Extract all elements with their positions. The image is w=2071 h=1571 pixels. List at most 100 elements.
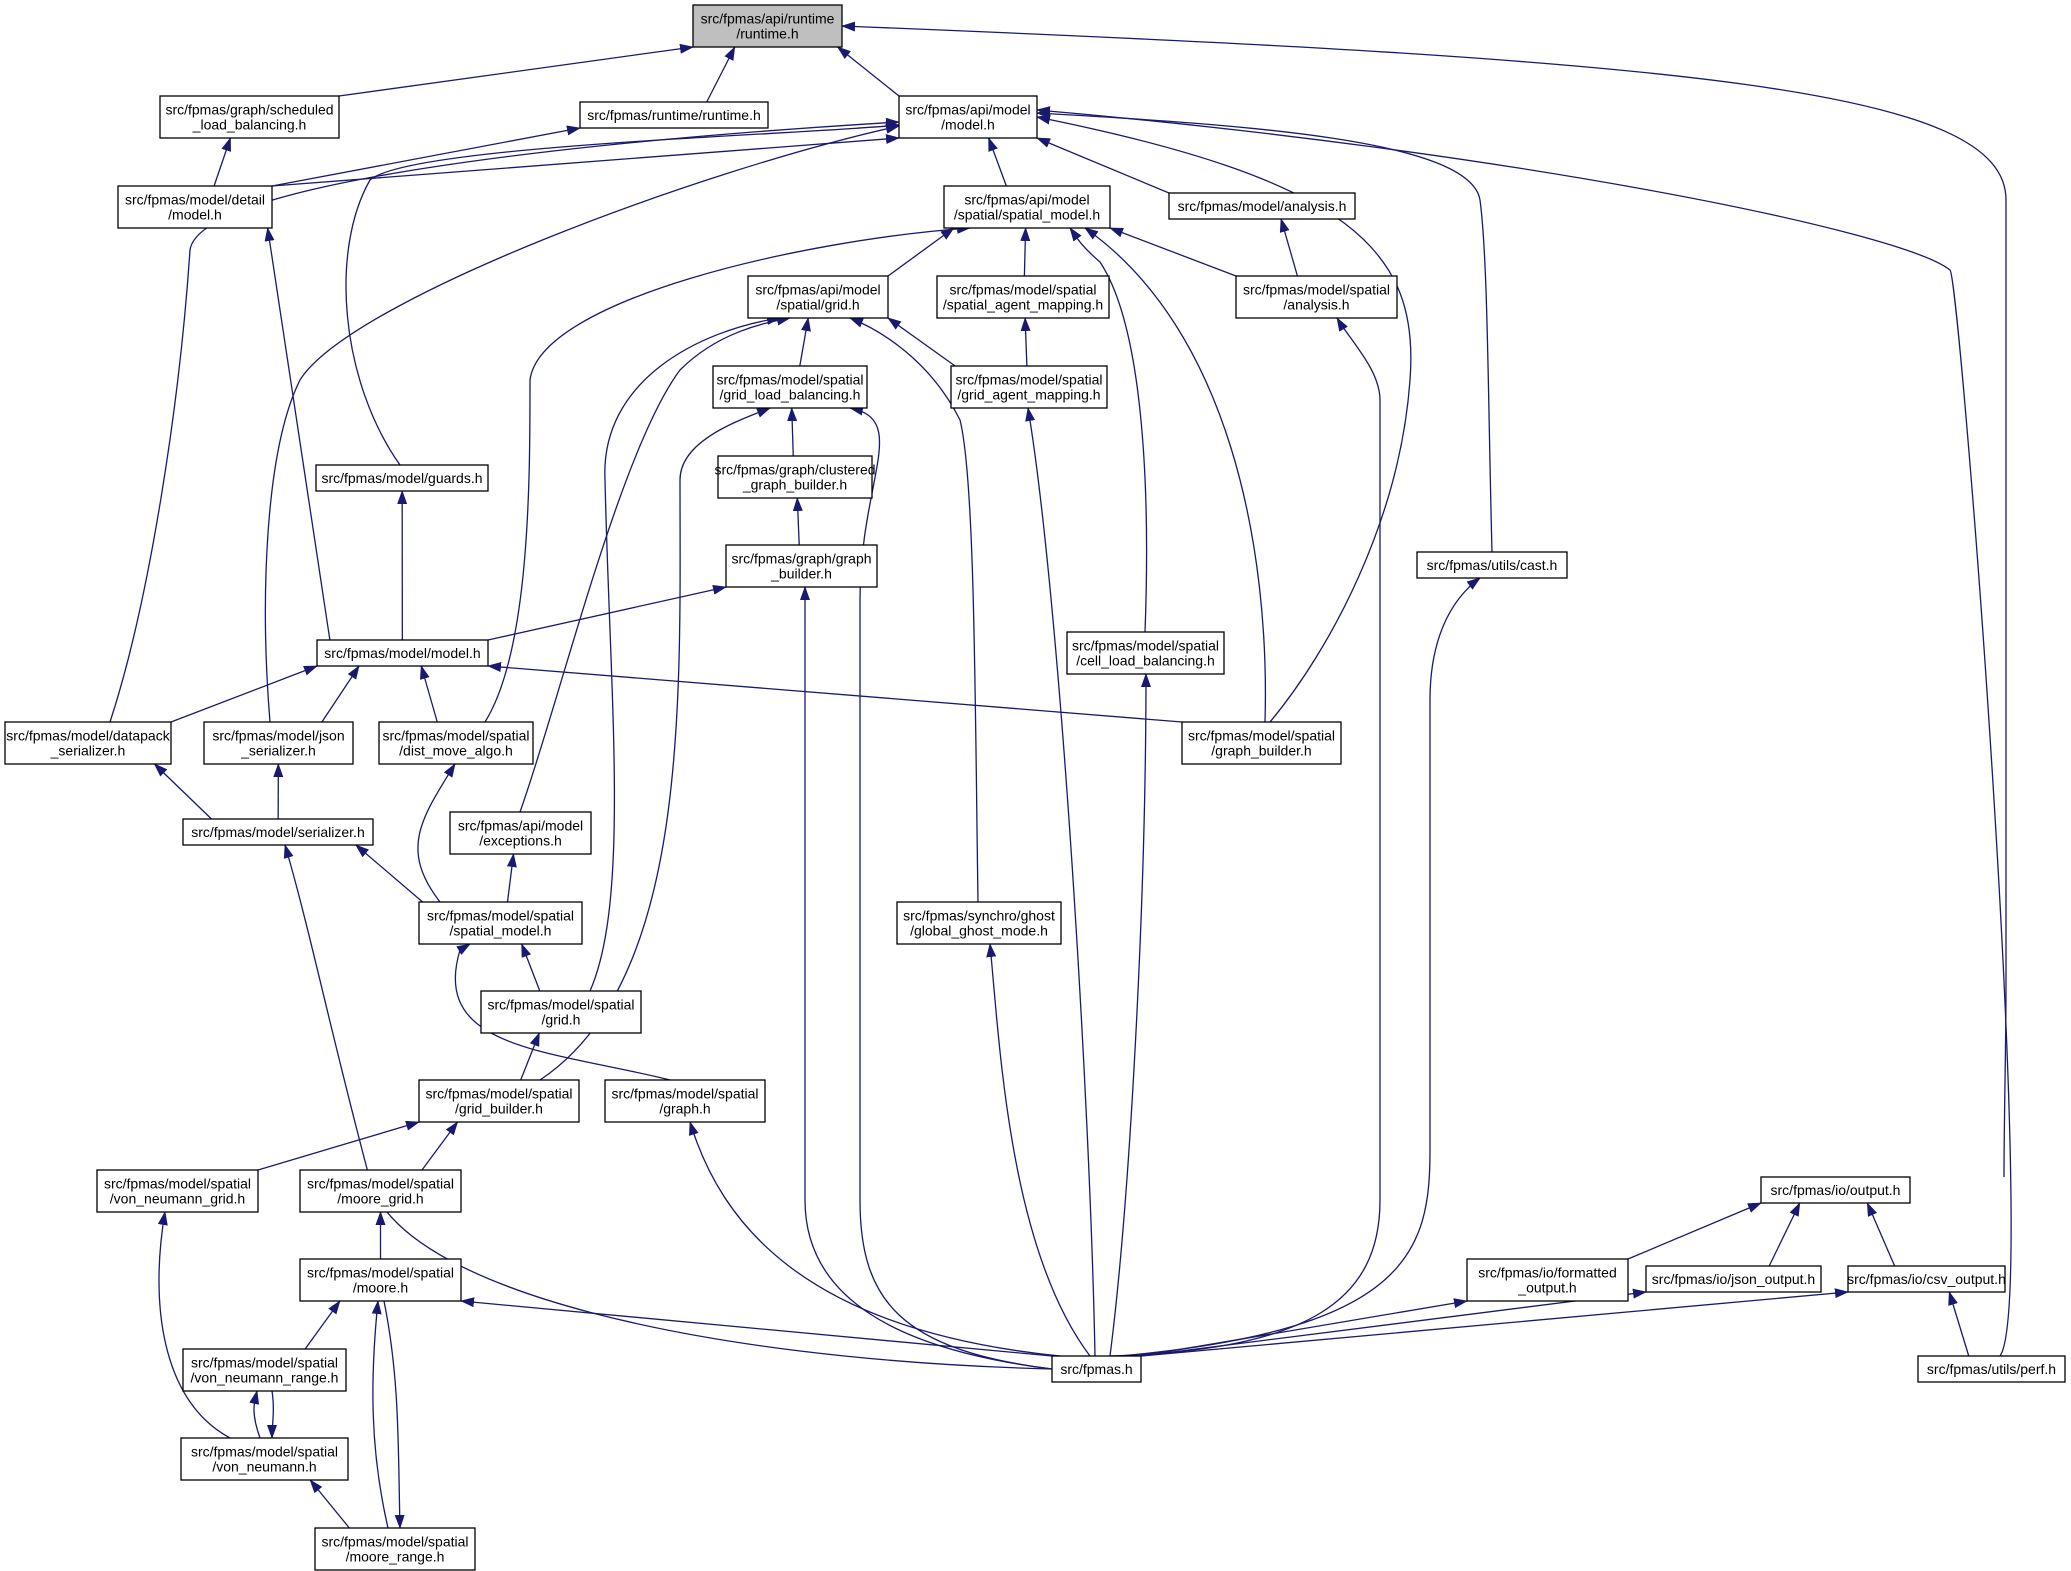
- node-fpmas[interactable]: src/fpmas.h: [1051, 1355, 1142, 1383]
- edge-spatial_model-to-serializer: [355, 844, 424, 903]
- node-api_runtime[interactable]: src/fpmas/api/runtime/runtime.h: [692, 4, 843, 48]
- node-spatial_agent_mapping[interactable]: src/fpmas/model/spatial/spatial_agent_ma…: [936, 275, 1110, 319]
- node-grid_lb[interactable]: src/fpmas/model/spatial/grid_load_balanc…: [712, 365, 868, 409]
- edge-graph_sched_lb-to-api_runtime: [338, 43, 694, 97]
- node-cell_lb[interactable]: src/fpmas/model/spatial/cell_load_balanc…: [1066, 631, 1225, 675]
- node-label-line: /moore_grid.h: [337, 1191, 423, 1207]
- node-label-line: _load_balancing.h: [192, 117, 307, 133]
- node-spatial_graph[interactable]: src/fpmas/model/spatial/graph.h: [604, 1079, 766, 1123]
- node-moore_range[interactable]: src/fpmas/model/spatial/moore_range.h: [314, 1527, 476, 1571]
- node-api_spatial_model[interactable]: src/fpmas/api/model/spatial/spatial_mode…: [943, 185, 1111, 229]
- edge-grid_agent_mapping-to-api_grid: [887, 317, 956, 367]
- node-label-line: /moore.h: [353, 1280, 408, 1296]
- node-model_model[interactable]: src/fpmas/model/model.h: [316, 639, 489, 667]
- node-vn_grid[interactable]: src/fpmas/model/spatial/von_neumann_grid…: [96, 1169, 259, 1213]
- edge-spatial_model-to-exceptions: [506, 853, 517, 903]
- edge-dist_move-to-api_spatial_model: [484, 223, 971, 723]
- node-ghost[interactable]: src/fpmas/synchro/ghost/global_ghost_mod…: [896, 901, 1062, 945]
- node-box: [203, 721, 354, 765]
- edge-moore_grid-to-grid_builder: [421, 1121, 459, 1171]
- node-spatial_gb[interactable]: src/fpmas/model/spatial/graph_builder.h: [1181, 721, 1342, 765]
- node-grid_builder[interactable]: src/fpmas/model/spatial/grid_builder.h: [418, 1079, 580, 1123]
- node-dist_move[interactable]: src/fpmas/model/spatial/dist_move_algo.h: [378, 721, 534, 765]
- node-label-line: src/fpmas/model/spatial: [716, 372, 863, 388]
- node-csv_output[interactable]: src/fpmas/io/csv_output.h: [1847, 1265, 2006, 1293]
- node-formatted[interactable]: src/fpmas/io/formatted_output.h: [1466, 1258, 1629, 1302]
- node-label-line: src/fpmas/api/model: [905, 102, 1030, 118]
- node-clustered_gb[interactable]: src/fpmas/graph/clustered_graph_builder.…: [714, 455, 876, 499]
- node-box: [182, 818, 374, 846]
- node-model_detail[interactable]: src/fpmas/model/detail/model.h: [117, 185, 273, 229]
- node-datapack[interactable]: src/fpmas/model/datapack_serializer.h: [4, 721, 172, 765]
- node-label-line: src/fpmas/api/model: [755, 282, 880, 298]
- node-label-line: /von_neumann.h: [212, 1459, 316, 1475]
- edge-guards-to-api_model: [345, 121, 900, 466]
- edge-model_detail-to-api_model: [271, 134, 900, 187]
- node-moore[interactable]: src/fpmas/model/spatial/moore.h: [299, 1258, 462, 1302]
- node-runtime_runtime[interactable]: src/fpmas/runtime/runtime.h: [579, 101, 769, 129]
- node-box: [1760, 1176, 1911, 1204]
- edge-model_detail-to-graph_sched_lb: [213, 137, 232, 187]
- node-von_neumann[interactable]: src/fpmas/model/spatial/von_neumann.h: [180, 1437, 349, 1481]
- node-label-line: src/fpmas/model/spatial: [611, 1086, 758, 1102]
- node-api_model[interactable]: src/fpmas/api/model/model.h: [898, 95, 1038, 139]
- node-label-line: /spatial_agent_mapping.h: [943, 297, 1103, 313]
- node-grid_agent_mapping[interactable]: src/fpmas/model/spatial/grid_agent_mappi…: [950, 365, 1108, 409]
- edge-fpmas-to-json_output: [1140, 1288, 1647, 1357]
- node-label-line: src/fpmas/model/serializer.h: [191, 824, 365, 840]
- node-box: [1181, 721, 1342, 765]
- node-perf[interactable]: src/fpmas/utils/perf.h: [1917, 1355, 2066, 1383]
- node-box: [725, 544, 878, 588]
- node-moore_grid[interactable]: src/fpmas/model/spatial/moore_grid.h: [299, 1169, 462, 1213]
- node-spatial_analysis[interactable]: src/fpmas/model/spatial/analysis.h: [1235, 275, 1398, 319]
- edge-utils_cast-to-api_model: [1036, 108, 1493, 553]
- node-label-line: /von_neumann_grid.h: [110, 1191, 245, 1207]
- node-graph_sched_lb[interactable]: src/fpmas/graph/scheduled_load_balancing…: [159, 95, 340, 139]
- edge-io_output-to-api_runtime: [841, 21, 2007, 1178]
- edge-fpmas-to-utils_cast: [1119, 577, 1481, 1357]
- node-model_analysis[interactable]: src/fpmas/model/analysis.h: [1168, 192, 1356, 220]
- node-guards[interactable]: src/fpmas/model/guards.h: [315, 464, 489, 492]
- node-label-line: src/fpmas/model/spatial: [321, 1534, 468, 1550]
- node-box: [315, 464, 489, 492]
- edge-grid_lb-to-api_grid: [799, 317, 811, 367]
- node-json_output[interactable]: src/fpmas/io/json_output.h: [1645, 1265, 1822, 1293]
- edge-json_ser-to-api_model: [264, 123, 900, 723]
- edge-fpmas-to-formatted: [1140, 1298, 1468, 1357]
- node-io_output[interactable]: src/fpmas/io/output.h: [1760, 1176, 1911, 1204]
- node-label-line: /model.h: [168, 207, 222, 223]
- node-label-line: /grid_load_balancing.h: [720, 387, 861, 403]
- node-utils_cast[interactable]: src/fpmas/utils/cast.h: [1416, 551, 1568, 579]
- node-exceptions[interactable]: src/fpmas/api/model/exceptions.h: [449, 811, 592, 855]
- node-box: [950, 365, 1108, 409]
- node-box: [579, 101, 769, 129]
- node-label-line: src/fpmas/graph/clustered: [714, 462, 875, 478]
- node-box: [182, 1348, 347, 1392]
- node-box: [747, 275, 889, 319]
- edge-moore_range-to-von_neumann: [309, 1479, 350, 1529]
- node-serializer[interactable]: src/fpmas/model/serializer.h: [182, 818, 374, 846]
- edge-fpmas-to-serializer: [283, 844, 1053, 1370]
- edge-fpmas-to-spatial_analysis: [1109, 317, 1381, 1357]
- node-label-line: src/fpmas/api/runtime: [701, 11, 835, 27]
- node-label-line: src/fpmas/model/spatial: [191, 1355, 338, 1371]
- edge-spatial_gb-to-api_spatial_model: [1084, 227, 1267, 723]
- node-vn_range[interactable]: src/fpmas/model/spatial/von_neumann_rang…: [182, 1348, 347, 1392]
- node-label-line: _builder.h: [770, 566, 832, 582]
- node-label-line: /moore_range.h: [346, 1549, 445, 1565]
- node-label-line: _serializer.h: [240, 743, 316, 759]
- node-api_grid[interactable]: src/fpmas/api/model/spatial/grid.h: [747, 275, 889, 319]
- node-label-line: src/fpmas/io/csv_output.h: [1847, 1271, 2006, 1287]
- node-spatial_grid[interactable]: src/fpmas/model/spatial/grid.h: [480, 990, 642, 1034]
- node-label-line: src/fpmas/io/formatted: [1478, 1265, 1617, 1281]
- node-label-line: src/fpmas/model/spatial: [427, 908, 574, 924]
- node-label-line: /spatial/spatial_model.h: [954, 207, 1100, 223]
- node-json_ser[interactable]: src/fpmas/model/json_serializer.h: [203, 721, 354, 765]
- node-label-line: /dist_move_algo.h: [399, 743, 513, 759]
- node-spatial_model[interactable]: src/fpmas/model/spatial/spatial_model.h: [418, 901, 583, 945]
- node-graph_gb[interactable]: src/fpmas/graph/graph_builder.h: [725, 544, 878, 588]
- edge-von_neumann-to-vn_range: [249, 1390, 261, 1439]
- edge-datapack-to-model_model: [170, 665, 318, 723]
- node-label-line: /grid_builder.h: [455, 1101, 543, 1117]
